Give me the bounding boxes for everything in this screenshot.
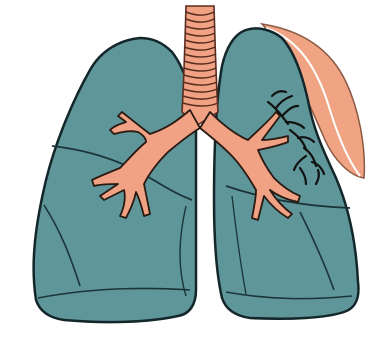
trachea [182, 6, 218, 126]
